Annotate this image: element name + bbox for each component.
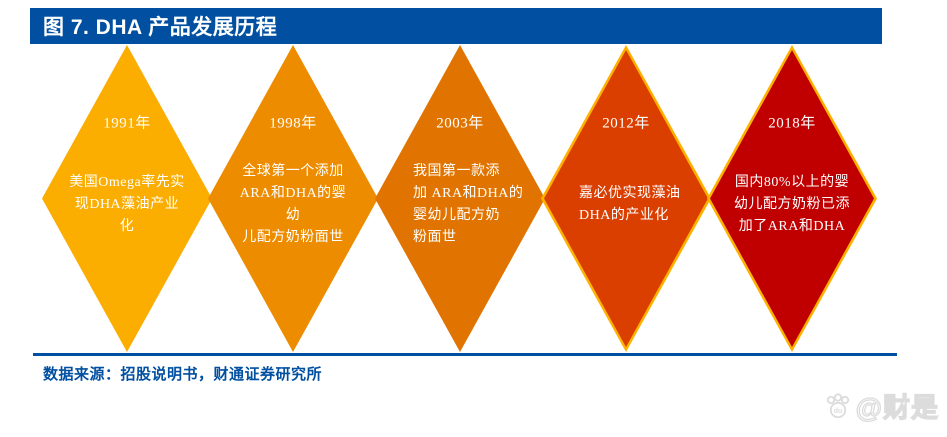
milestone-diamond-2012: 2012年 嘉必优实现藻油 DHA的产业化 [541, 45, 711, 352]
watermark-handle: @财是 [855, 392, 939, 423]
figure-title: 图 7. DHA 产品发展历程 [43, 16, 278, 39]
milestone-description: 我国第一款添 加 ARA和DHA的 婴幼儿配方奶 粉面世 [413, 163, 524, 245]
milestone-description: 嘉必优实现藻油 DHA的产业化 [579, 185, 681, 223]
paw-label: du [833, 408, 842, 415]
milestone-year: 1991年 [103, 115, 151, 132]
milestone-diamond-2018: 2018年 国内80%以上的婴 幼儿配方奶粉已添 加了ARA和DHA [707, 45, 877, 352]
milestone-diamond-1991: 1991年 美国Omega率先实 现DHA藻油产业化 [42, 45, 212, 352]
paw-icon: du [826, 392, 849, 418]
milestone-year: 2003年 [436, 115, 484, 132]
milestone-year: 2018年 [768, 115, 816, 132]
milestone-diamond-1998: 1998年 全球第一个添加 ARA和DHA的婴幼 儿配方奶粉面世 [208, 45, 378, 352]
milestone-description: 全球第一个添加 ARA和DHA的婴幼 儿配方奶粉面世 [239, 163, 347, 245]
watermark: du @财是 [823, 386, 939, 425]
milestone-description: 国内80%以上的婴 幼儿配方奶粉已添 加了ARA和DHA [734, 174, 850, 234]
figure-title-bar: 图 7. DHA 产品发展历程 [30, 8, 882, 44]
milestone-description: 美国Omega率先实 现DHA藻油产业化 [69, 174, 185, 234]
source-note: 数据来源：招股说明书，财通证券研究所 [43, 366, 323, 383]
milestone-year: 1998年 [269, 115, 317, 132]
milestone-year: 2012年 [602, 115, 650, 132]
divider-line [33, 353, 897, 356]
milestone-diamond-2003: 2003年 我国第一款添 加 ARA和DHA的 婴幼儿配方奶 粉面世 [375, 45, 545, 352]
